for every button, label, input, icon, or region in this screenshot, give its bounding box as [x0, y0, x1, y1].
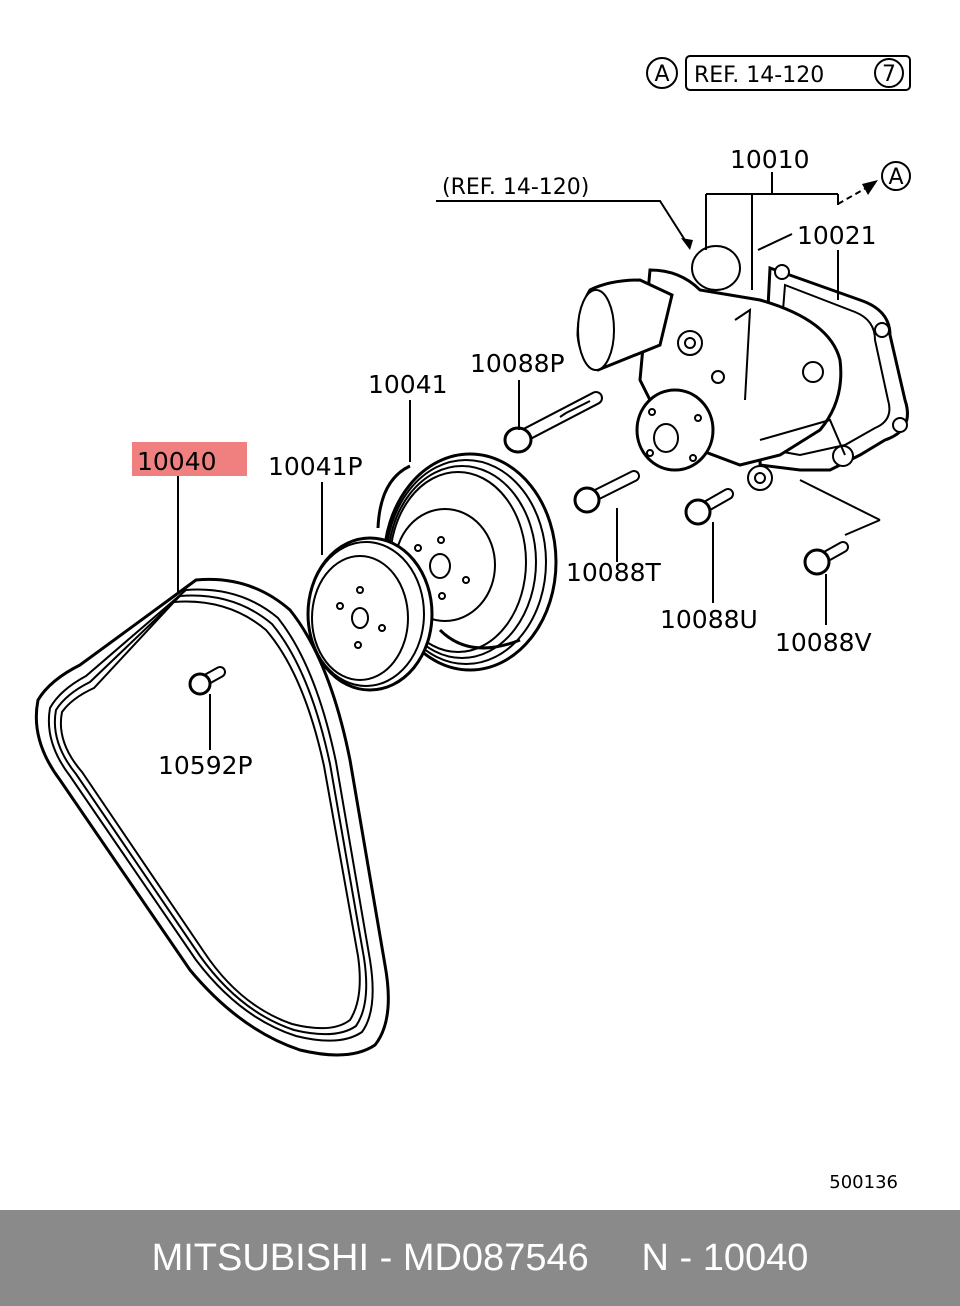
bolt-10088v — [803, 541, 849, 576]
bolt-10088p — [503, 391, 603, 454]
ref-box: A REF. 14-120 7 — [646, 55, 911, 91]
label-10088t: 10088T — [566, 558, 662, 587]
label-10041: 10041 — [368, 370, 448, 399]
bolt-10592p — [188, 666, 226, 696]
label-10040: 10040 — [137, 447, 217, 476]
label-10010: 10010 — [730, 145, 810, 174]
belt-10040 — [34, 577, 390, 1057]
ref-box-circle-letter: A — [654, 62, 669, 87]
footer-banner: MITSUBISHI - MD087546 N - 10040 — [0, 1210, 960, 1306]
leader-lines — [177, 172, 881, 750]
bolt-10088u — [684, 488, 734, 526]
arrow-to-a: A — [837, 161, 911, 205]
footer-text: MITSUBISHI - MD087546 N - 10040 — [151, 1236, 809, 1279]
ref-callout-text: (REF. 14-120) — [442, 175, 589, 200]
ref-callout: (REF. 14-120) — [436, 175, 693, 250]
label-10592p: 10592P — [158, 751, 253, 780]
water-pump — [576, 245, 909, 491]
pulley-10041p — [306, 536, 434, 692]
drawing-number: 500136 — [829, 1172, 898, 1193]
ref-box-text: REF. 14-120 — [694, 63, 824, 88]
part-labels: 10010 10021 10041 10088P 10040 10041P 10… — [137, 145, 877, 780]
highlight-box-10040 — [132, 442, 247, 476]
label-10088u: 10088U — [660, 605, 758, 634]
arrow-marker-letter: A — [888, 165, 903, 190]
parts-diagram: A REF. 14-120 7 (REF. 14-120) A — [34, 55, 911, 1193]
label-10088p: 10088P — [470, 349, 565, 378]
bolt-10088t — [573, 470, 640, 514]
label-10041p: 10041P — [268, 452, 363, 481]
ref-box-circle-number: 7 — [882, 62, 896, 87]
label-10021: 10021 — [797, 221, 877, 250]
label-10088v: 10088V — [775, 628, 872, 657]
